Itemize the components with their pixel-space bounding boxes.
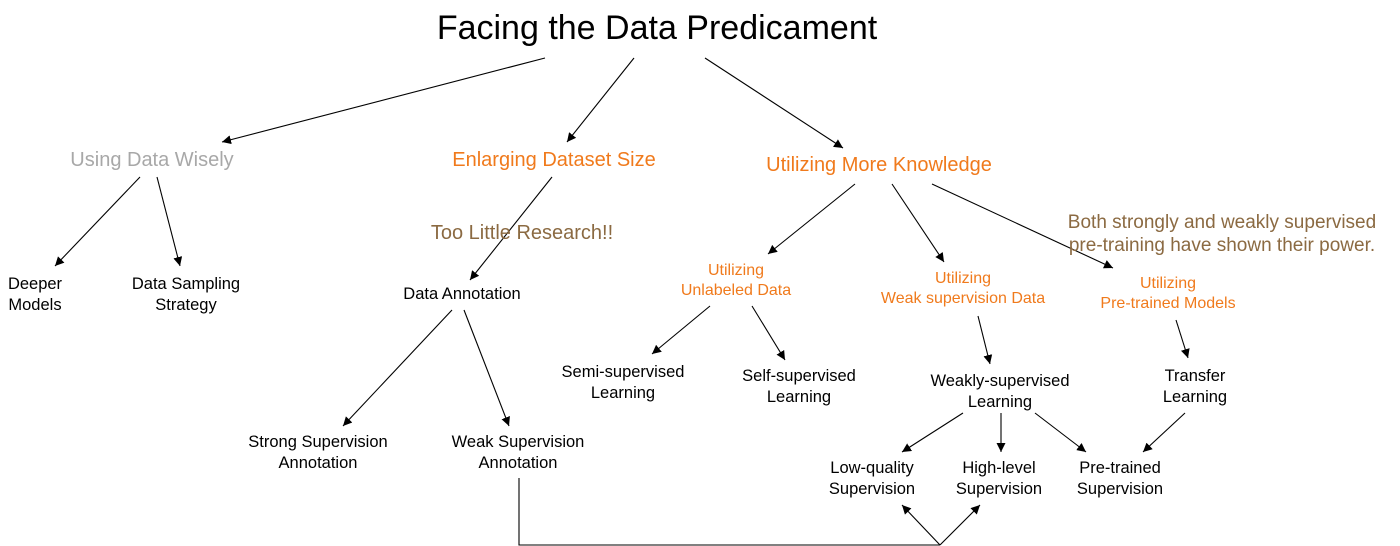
node-weak-supervision-annotation: Weak Supervision Annotation: [452, 432, 585, 473]
node-pretrained-supervision: Pre-trained Supervision: [1077, 458, 1163, 499]
node-transfer-learning-line-2: Learning: [1162, 387, 1228, 406]
node-weak-supervision-line-1: Weak Supervision: [451, 433, 585, 451]
edge-enlarging-to-data-annotation: [469, 176, 553, 281]
edge-weakly-to-low-quality: [901, 412, 964, 453]
edge-data-annotation-to-weak-supervision: [463, 309, 510, 427]
node-utilizing-weak-supervision-data: Utilizing Weak supervision Data: [881, 269, 1045, 309]
annotation-pretraining-power-line-2: pre-training have shown their power.: [1068, 235, 1376, 257]
annotation-pretraining-power-line-1: Both strongly and weakly supervised: [1067, 212, 1377, 233]
node-high-level-line-2: Supervision: [955, 479, 1043, 498]
node-semi-supervised-line-1: Semi-supervised: [561, 363, 685, 381]
diagram-title: Facing the Data Predicament: [436, 9, 878, 47]
node-semi-supervised-line-2: Learning: [590, 383, 656, 402]
edge-transfer-to-pretrained-supervision: [1142, 412, 1186, 453]
node-transfer-learning: Transfer Learning: [1163, 366, 1227, 407]
node-strong-supervision-line-2: Annotation: [278, 453, 358, 472]
node-low-quality-line-2: Supervision: [828, 479, 916, 498]
edge-weak-annotation-connector: [518, 478, 940, 546]
node-high-level-line-1: High-level: [962, 459, 1036, 477]
node-transfer-learning-line-1: Transfer: [1164, 367, 1226, 385]
edge-title-to-enlarging-dataset-size: [566, 57, 635, 143]
node-utilizing-weak-data-line-2: Weak supervision Data: [880, 290, 1046, 307]
edge-connector-to-low-quality: [901, 504, 941, 546]
node-deeper-models-line-2: Models: [8, 295, 62, 314]
branch-enlarging-dataset-size: Enlarging Dataset Size: [452, 149, 656, 171]
edge-unlabeled-to-semi-supervised: [651, 305, 711, 355]
branch-utilizing-more-knowledge: Utilizing More Knowledge: [766, 154, 992, 176]
edge-unlabeled-to-self-supervised: [751, 305, 786, 361]
branch-using-data-wisely: Using Data Wisely: [70, 149, 234, 171]
annotation-pretraining-power: Both strongly and weakly supervised pre-…: [1068, 211, 1376, 257]
node-utilizing-unlabeled-data: Utilizing Unlabeled Data: [681, 261, 791, 301]
edge-weak-data-to-weakly-supervised: [977, 315, 993, 365]
edge-title-to-utilizing-more-knowledge: [704, 57, 844, 149]
edge-weakly-to-pretrained-supervision: [1034, 412, 1087, 453]
node-weakly-supervised-learning: Weakly-supervised Learning: [930, 371, 1069, 412]
node-data-annotation: Data Annotation: [403, 285, 521, 303]
node-weakly-supervised-line-2: Learning: [967, 392, 1033, 411]
annotation-too-little-research: Too Little Research!!: [430, 222, 614, 244]
node-utilizing-unlabeled-line-1: Utilizing: [707, 262, 765, 279]
node-high-level-supervision: High-level Supervision: [956, 458, 1042, 499]
edge-knowledge-to-pretrained-models: [931, 183, 1114, 269]
node-utilizing-weak-data-line-1: Utilizing: [934, 270, 992, 287]
node-utilizing-pretrained-line-1: Utilizing: [1139, 275, 1197, 292]
node-strong-supervision-line-1: Strong Supervision: [248, 433, 388, 451]
node-self-supervised-line-1: Self-supervised: [742, 367, 856, 385]
edge-knowledge-to-weak-supervision-data: [891, 183, 945, 263]
node-deeper-models-line-1: Deeper: [7, 275, 63, 293]
node-pretrained-supervision-line-2: Supervision: [1076, 479, 1164, 498]
node-self-supervised-line-2: Learning: [766, 387, 832, 406]
edge-knowledge-to-unlabeled-data: [767, 183, 856, 255]
node-utilizing-pretrained-models: Utilizing Pre-trained Models: [1100, 274, 1235, 314]
node-utilizing-unlabeled-line-2: Unlabeled Data: [680, 282, 792, 299]
node-weakly-supervised-line-1: Weakly-supervised: [930, 372, 1070, 390]
edge-data-annotation-to-strong-supervision: [342, 309, 453, 427]
node-deeper-models: Deeper Models: [8, 274, 62, 315]
node-pretrained-supervision-line-1: Pre-trained: [1079, 459, 1161, 477]
node-data-sampling-strategy: Data Sampling Strategy: [132, 274, 240, 315]
node-data-sampling-strategy-line-2: Strategy: [155, 295, 217, 314]
node-semi-supervised-learning: Semi-supervised Learning: [562, 362, 685, 403]
edge-using-data-wisely-to-data-sampling-strategy: [156, 176, 183, 267]
node-utilizing-pretrained-line-2: Pre-trained Models: [1100, 295, 1236, 312]
node-low-quality-supervision: Low-quality Supervision: [829, 458, 915, 499]
node-self-supervised-learning: Self-supervised Learning: [742, 366, 856, 407]
edge-connector-to-high-level: [939, 504, 981, 546]
node-strong-supervision-annotation: Strong Supervision Annotation: [248, 432, 387, 473]
edge-using-data-wisely-to-deeper-models: [54, 176, 141, 267]
edge-title-to-using-data-wisely: [221, 57, 546, 145]
node-weak-supervision-line-2: Annotation: [478, 453, 558, 472]
node-data-sampling-strategy-line-1: Data Sampling: [131, 275, 241, 293]
edge-pretrained-models-to-transfer: [1175, 319, 1190, 359]
node-low-quality-line-1: Low-quality: [830, 459, 914, 477]
